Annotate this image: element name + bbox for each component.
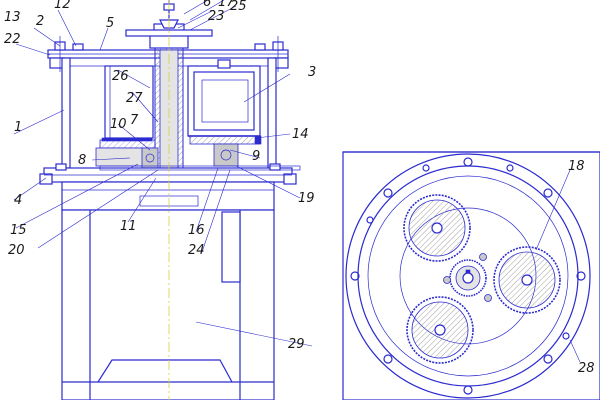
callout-11: 11	[120, 219, 137, 234]
callout-9: 9	[252, 149, 260, 164]
sun-gear	[449, 259, 487, 297]
callout-16: 16	[188, 223, 205, 238]
drive-gear	[95, 135, 262, 167]
section-view: 13 2 12 22 5 6 17 25 23 26 3 27 1 10 7 1…	[4, 0, 316, 400]
callout-19: 19	[298, 191, 315, 206]
callout-4: 4	[14, 193, 22, 208]
callout-2: 2	[36, 14, 44, 29]
callout-13: 13	[4, 10, 21, 25]
callout-14: 14	[292, 127, 309, 142]
callout-27: 27	[126, 91, 143, 106]
planet-gear-top	[403, 194, 471, 262]
outer-flange	[345, 153, 591, 399]
planet-gear-right	[493, 246, 561, 314]
bolt-holes	[350, 157, 586, 395]
planet-gear-bottom	[406, 296, 474, 364]
callout-5: 5	[106, 16, 114, 31]
callout-8: 8	[78, 153, 86, 168]
callout-23: 23	[208, 9, 225, 24]
callout-10: 10	[110, 117, 127, 132]
callout-6: 6	[203, 0, 211, 10]
gear-pack-block	[187, 59, 261, 137]
callout-22: 22	[4, 32, 21, 47]
callout-26: 26	[112, 69, 129, 84]
plan-view: 18 28	[342, 151, 600, 400]
callout-28: 28	[578, 361, 595, 376]
carrier-pins	[443, 253, 492, 302]
callout-12: 12	[54, 0, 71, 12]
leader-lines	[13, 0, 313, 347]
callout-29: 29	[288, 337, 305, 352]
callout-24: 24	[188, 243, 205, 258]
callout-20: 20	[8, 243, 25, 258]
callout-labels: 13 2 12 22 5 6 17 25 23 26 3 27 1 10 7 1…	[4, 0, 316, 352]
callout-3: 3	[308, 65, 316, 80]
callout-15: 15	[10, 223, 27, 238]
callout-25: 25	[230, 0, 247, 14]
callout-7: 7	[130, 113, 139, 128]
callout-1: 1	[14, 120, 22, 135]
inner-chamber	[104, 65, 154, 139]
callout-17: 17	[218, 0, 235, 10]
callout-18: 18	[568, 159, 585, 174]
motor-body	[61, 181, 275, 400]
